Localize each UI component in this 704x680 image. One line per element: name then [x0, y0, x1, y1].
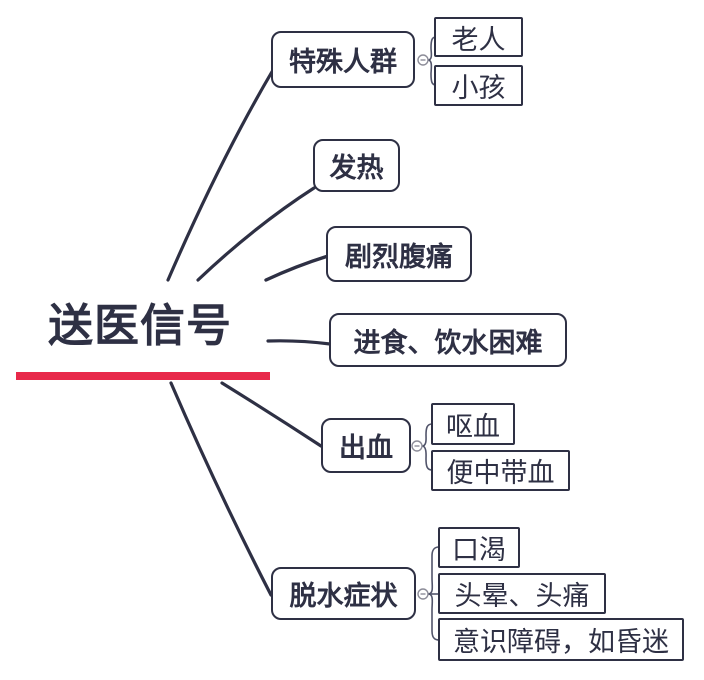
child-bracket-line — [427, 546, 440, 595]
connector-line — [169, 381, 273, 597]
root-topic-underline — [16, 372, 270, 380]
root-topic[interactable]: 送医信号 — [48, 300, 233, 351]
connector-line — [266, 339, 332, 346]
collapse-button[interactable] — [417, 54, 429, 66]
topic-fever[interactable]: 发热 — [313, 139, 400, 192]
connector-line — [220, 381, 323, 448]
topic-eating-drinking-difficulty[interactable]: 进食、饮水困难 — [329, 313, 567, 367]
child-bracket-line — [421, 445, 433, 471]
child-bracket-line — [421, 423, 433, 447]
child-bracket-line — [427, 59, 437, 86]
connector-line — [196, 186, 316, 282]
topic-dehydration-symptoms[interactable]: 脱水症状 — [271, 567, 416, 620]
child-bracket-line — [427, 36, 437, 61]
leaf-consciousness-disorder[interactable]: 意识障碍，如昏迷 — [438, 618, 684, 661]
leaf-vomiting-blood[interactable]: 呕血 — [431, 403, 515, 445]
leaf-thirst[interactable]: 口渴 — [438, 527, 520, 568]
topic-special-groups[interactable]: 特殊人群 — [271, 31, 415, 88]
child-bracket-line — [427, 593, 440, 641]
topic-severe-abdominal-pain[interactable]: 剧烈腹痛 — [326, 226, 472, 282]
collapse-button[interactable] — [411, 440, 423, 452]
connector-line — [166, 68, 275, 282]
leaf-blood-in-stool[interactable]: 便中带血 — [431, 450, 570, 491]
collapse-button[interactable] — [417, 588, 429, 600]
leaf-elderly[interactable]: 老人 — [434, 17, 523, 57]
topic-bleeding[interactable]: 出血 — [321, 418, 411, 473]
leaf-children[interactable]: 小孩 — [434, 65, 523, 106]
leaf-dizziness-headache[interactable]: 头晕、头痛 — [438, 573, 606, 614]
connector-line — [264, 254, 330, 282]
